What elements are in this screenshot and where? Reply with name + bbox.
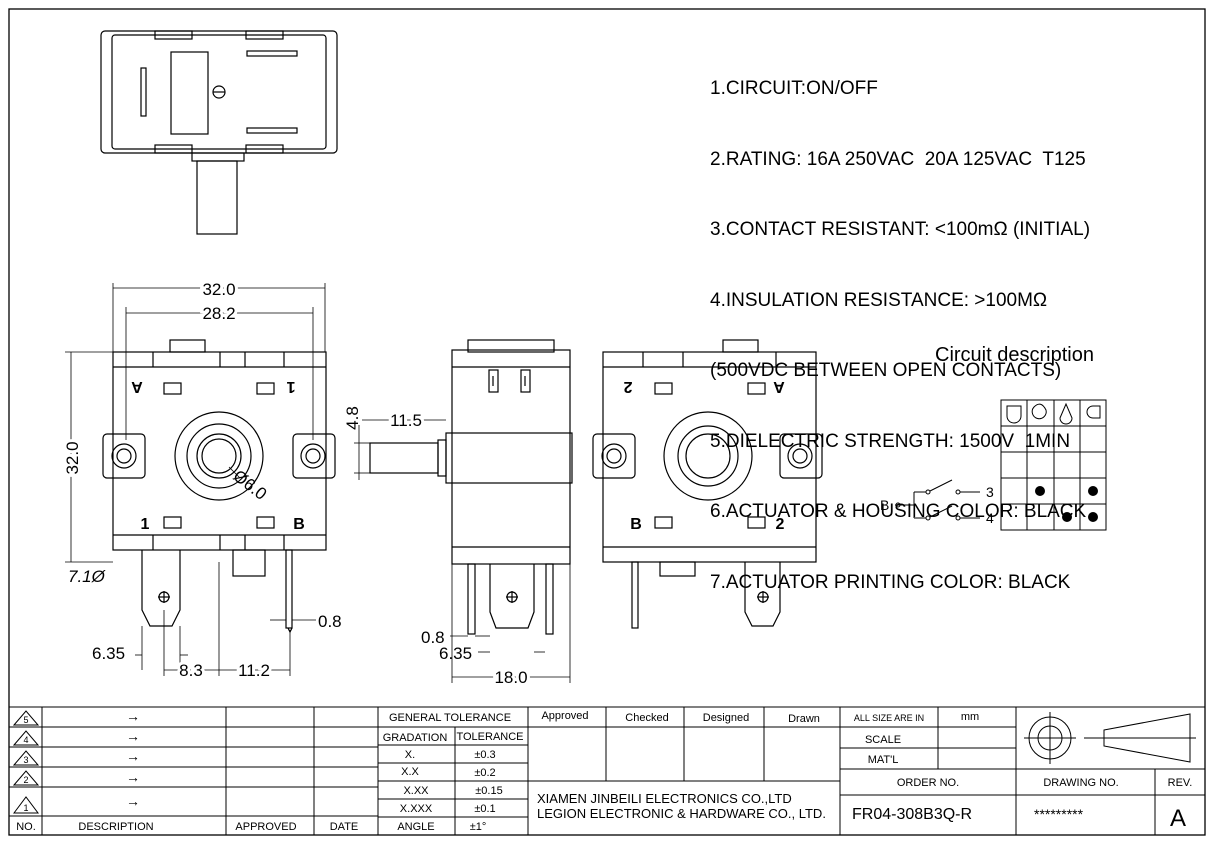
order-no-value: FR04-308B3Q-R xyxy=(852,806,972,823)
company-name-2: LEGION ELECTRONIC & HARDWARE CO., LTD. xyxy=(537,806,826,821)
rev-number-5: 5 xyxy=(23,715,28,725)
top-view xyxy=(100,30,338,235)
spec-line: 7.ACTUATOR PRINTING COLOR: BLACK xyxy=(710,571,1071,593)
front-label-b: B xyxy=(293,516,305,533)
designed-label: Designed xyxy=(703,712,749,724)
back-view xyxy=(592,339,823,629)
dim-pin-thk: 0.8 xyxy=(318,612,342,631)
dimension-lines xyxy=(65,283,571,683)
rev-value: A xyxy=(1170,805,1186,832)
rev-label: REV. xyxy=(1168,777,1193,789)
col-no: NO. xyxy=(16,821,36,833)
circuit-terminal-4: 4 xyxy=(986,510,994,526)
checked-label: Checked xyxy=(625,712,668,724)
dim-knob-dia: Ø6.0 xyxy=(230,466,271,504)
spec-line: 2.RATING: 16A 250VAC 20A 125VAC T125 xyxy=(710,148,1086,170)
dim-width-outer: 32.0 xyxy=(202,280,235,299)
dim-pin-hole: 7.1Ø xyxy=(68,567,107,586)
dim-width-inner: 28.2 xyxy=(202,304,235,323)
title-block-text: 5 4 3 2 1 → → → → → NO. DESCRIPTION APPR… xyxy=(16,708,1192,833)
company-name-1: XIAMEN JINBEILI ELECTRONICS CO.,LTD xyxy=(537,791,792,806)
col-date: DATE xyxy=(330,821,359,833)
dim-side-w: 6.35 xyxy=(439,644,472,663)
back-label-2-bottom: 2 xyxy=(776,516,785,533)
front-label-1-bottom: 1 xyxy=(141,516,150,533)
circuit-diagram xyxy=(895,399,1107,531)
rev-number-2: 2 xyxy=(23,775,28,785)
back-label-2-top: 2 xyxy=(623,378,632,395)
tol-value: ±0.3 xyxy=(474,749,495,761)
drawing-no-value: ********* xyxy=(1034,806,1084,822)
rev-number-3: 3 xyxy=(23,755,28,765)
spec-list: 1.CIRCUIT:ON/OFF 2.RATING: 16A 250VAC 20… xyxy=(710,30,1090,618)
tol-value: ±1° xyxy=(470,821,487,833)
tol-value: ±0.15 xyxy=(475,785,502,797)
dim-height: 32.0 xyxy=(63,441,82,474)
circuit-terminal-3: 3 xyxy=(986,484,994,500)
spec-line: 4.INSULATION RESISTANCE: >100MΩ xyxy=(710,289,1048,311)
tol-grade: X.X xyxy=(401,766,419,778)
dimension-labels: 32.0 28.2 32.0 11.5 4.8 7.1Ø Ø6.0 0.8 6.… xyxy=(60,277,531,690)
title-block-values: XIAMEN JINBEILI ELECTRONICS CO.,LTD LEGI… xyxy=(537,791,1186,832)
circuit-terminal-b: B xyxy=(880,497,889,513)
general-tolerance: GENERAL TOLERANCE xyxy=(389,712,511,724)
size-unit: mm xyxy=(961,711,979,723)
title-block xyxy=(9,706,1205,835)
order-no-label: ORDER NO. xyxy=(897,777,959,789)
back-label-a: A xyxy=(773,378,785,395)
circuit-labels: B 3 4 xyxy=(880,484,994,526)
drawn-label: Drawn xyxy=(788,713,820,725)
scale-label: SCALE xyxy=(865,734,901,746)
material-label: MAT'L xyxy=(868,754,899,766)
col-approved: APPROVED xyxy=(235,821,296,833)
rev-arrow: → xyxy=(126,708,140,724)
dim-side-thk: 0.8 xyxy=(421,628,445,647)
tol-grade: ANGLE xyxy=(397,821,434,833)
rev-number-4: 4 xyxy=(23,735,28,745)
front-view xyxy=(102,339,336,634)
spec-line: 3.CONTACT RESISTANT: <100mΩ (INITIAL) xyxy=(710,219,1091,240)
approved-label: Approved xyxy=(541,710,588,722)
tol-value: ±0.2 xyxy=(474,767,495,779)
dim-side-len: 18.0 xyxy=(494,668,527,687)
rev-arrow: → xyxy=(126,728,140,744)
tol-grade: X.XX xyxy=(403,785,429,797)
front-label-1-top: 1 xyxy=(286,378,295,395)
rev-number-1: 1 xyxy=(23,803,28,813)
tol-grade: X.XXX xyxy=(400,803,433,815)
rev-arrow: → xyxy=(126,793,140,809)
dim-shaft-len: 11.5 xyxy=(390,411,422,430)
sheet-border xyxy=(8,8,1206,836)
terminal-labels: A 1 1 B 2 A B 2 xyxy=(131,378,785,533)
back-label-b: B xyxy=(630,516,642,533)
tol-value: ±0.1 xyxy=(474,803,495,815)
tol-grade: X. xyxy=(405,749,415,761)
dim-shaft-dia: 4.8 xyxy=(343,406,362,430)
drawing-no-label: DRAWING NO. xyxy=(1043,777,1118,789)
rev-arrow: → xyxy=(126,748,140,764)
dim-pitch-a: 8.3 xyxy=(179,661,203,680)
gradation: GRADATION xyxy=(383,732,448,744)
spec-line: 1.CIRCUIT:ON/OFF xyxy=(710,78,878,99)
rev-arrow: → xyxy=(126,769,140,785)
dim-pin-w: 6.35 xyxy=(92,644,125,663)
col-description: DESCRIPTION xyxy=(78,821,153,833)
side-view xyxy=(369,339,573,635)
front-label-a: A xyxy=(131,378,143,395)
circuit-title: Circuit description xyxy=(935,344,1094,366)
dim-pitch-b: 11.2 xyxy=(238,661,270,680)
spec-line: 5.DIELECTRIC STRENGTH: 1500V 1MIN xyxy=(710,430,1071,452)
size-label: ALL SIZE ARE IN xyxy=(854,713,924,723)
tolerance: TOLERANCE xyxy=(456,731,523,743)
spec-line: (500VDC BETWEEN OPEN CONTACTS) xyxy=(710,360,1062,381)
